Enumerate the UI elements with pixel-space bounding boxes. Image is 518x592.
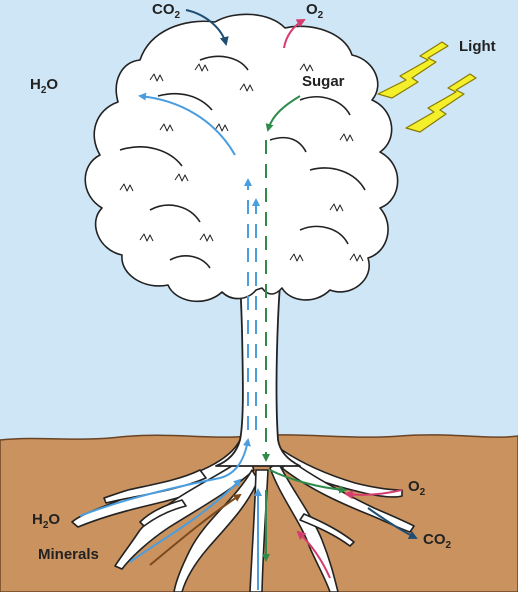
- sugar-label: Sugar: [302, 73, 345, 90]
- light-bolt-icons: [377, 41, 477, 133]
- co2-out-root-arrow: [367, 507, 418, 539]
- o2-top-label: O2: [306, 1, 324, 21]
- minerals-arrow: [149, 493, 242, 566]
- tree-canopy: [84, 13, 399, 303]
- o2-out-arrow: [283, 19, 306, 49]
- o2-in-root-arrow: [344, 489, 403, 500]
- h2o-leaf-label: H2O: [30, 76, 58, 96]
- sugar-flow-arrows: [262, 95, 347, 562]
- co2-root-label: CO2: [423, 531, 452, 551]
- co2-top-label: CO2: [152, 1, 181, 21]
- light-label: Light: [459, 38, 496, 55]
- o2-root-label: O2: [408, 478, 426, 498]
- water-flow-arrows: [79, 92, 262, 590]
- h2o-root-label: H2O: [32, 511, 60, 531]
- minerals-label: Minerals: [38, 546, 99, 563]
- o2-root-lower-arrow: [296, 530, 331, 579]
- co2-in-arrow: [185, 9, 229, 46]
